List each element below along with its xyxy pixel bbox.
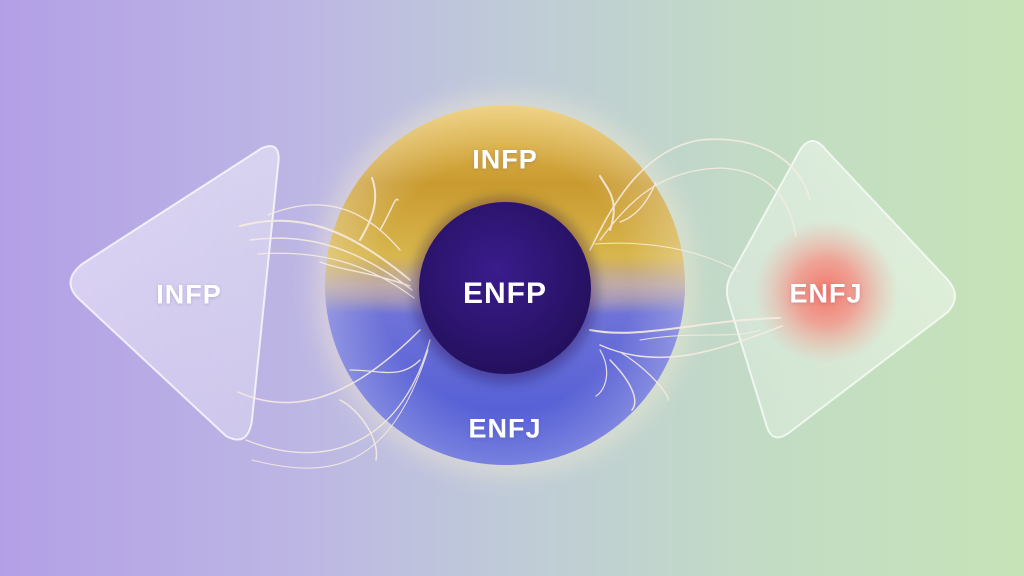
circle-top-label: INFP [472,144,538,175]
left-glass-triangle [69,145,280,441]
center-circle [413,198,597,382]
coral-glow [754,220,898,364]
right-glass-diamond [725,140,956,439]
connection-fibers [237,138,811,469]
circle-bottom-label: ENFJ [468,413,542,444]
center-label: ENFP [462,277,548,310]
right-shape-label: ENFJ [789,278,863,309]
left-shape-label: INFP [156,279,222,310]
